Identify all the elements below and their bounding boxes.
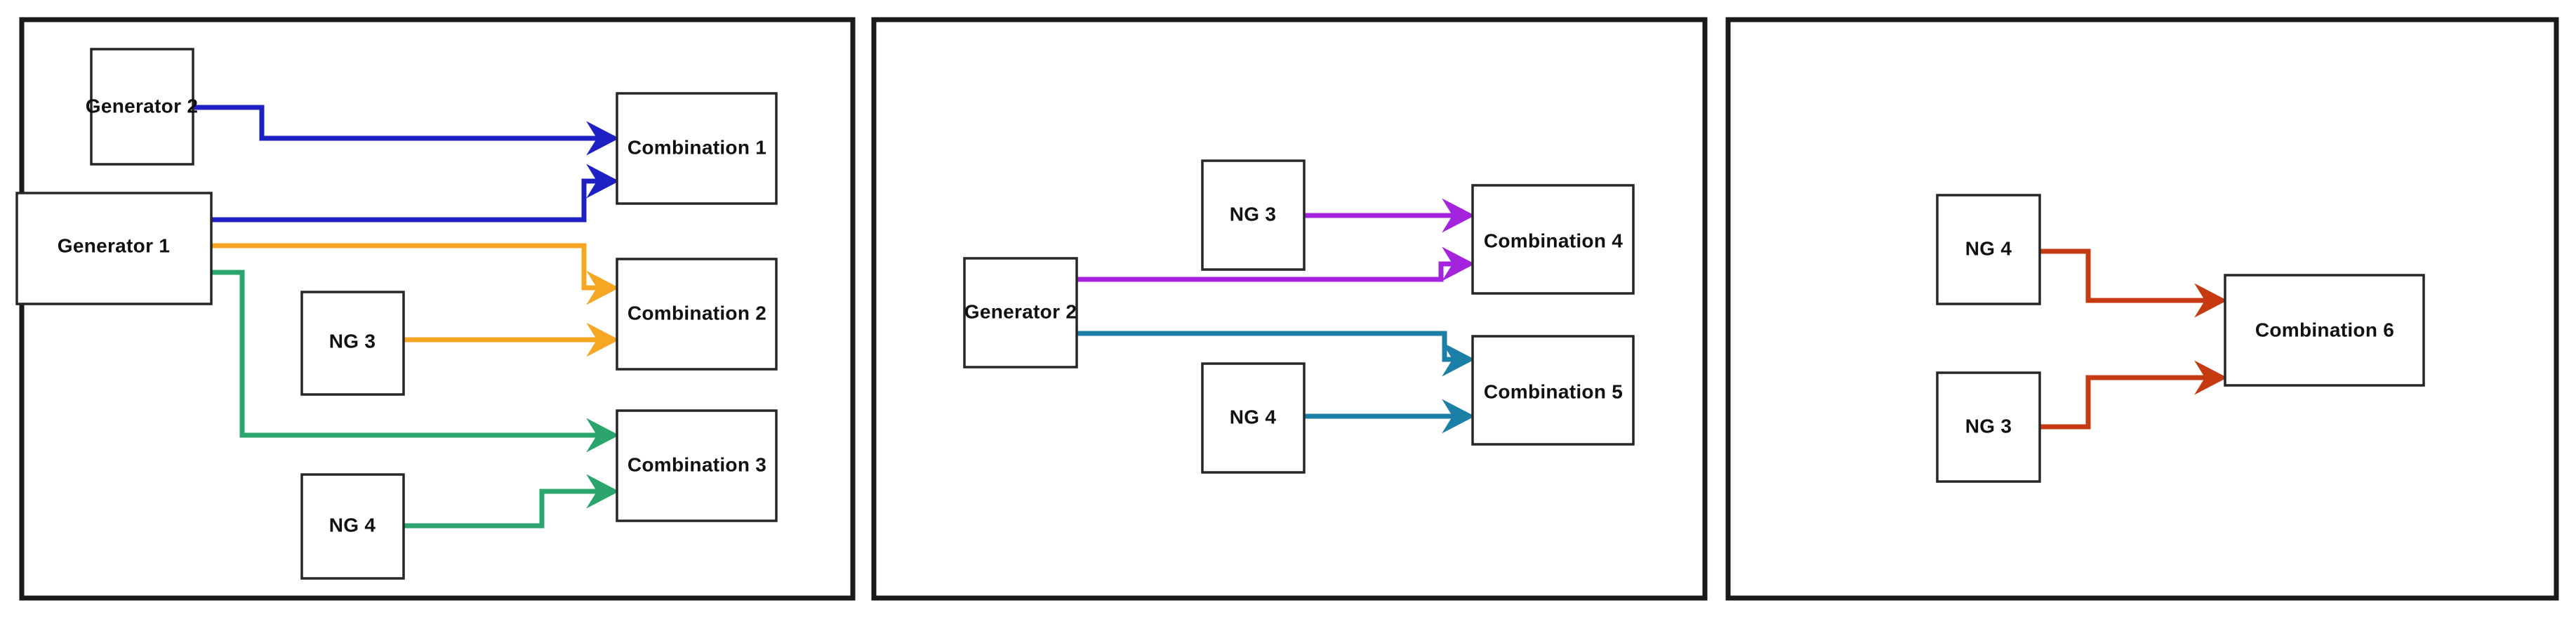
panel-3-connectors [2039, 248, 2228, 430]
panel-3: NG 4 NG 3 Combination 6 [1725, 17, 2559, 601]
edge-generator2-to-combination5 [1075, 331, 1475, 377]
edge-generator2-to-combination4 [1075, 246, 1475, 282]
node-ng-3-label: NG 3 [1230, 203, 1277, 225]
node-combination-5[interactable]: Combination 5 [1471, 335, 1635, 446]
node-combination-6-label: Combination 6 [2255, 319, 2394, 340]
node-combination-1-label: Combination 1 [628, 136, 766, 158]
edge-generator1-to-combination2 [211, 243, 620, 305]
node-generator-2-box[interactable] [90, 48, 194, 166]
node-ng-3-box[interactable] [300, 291, 405, 396]
node-ng-4-box[interactable] [1936, 194, 2041, 305]
node-generator-2[interactable]: Generator 2 [963, 257, 1078, 369]
node-ng-4-label: NG 4 [1230, 406, 1277, 427]
node-combination-4-box[interactable] [1471, 184, 1635, 295]
node-ng-4-label: NG 4 [1965, 237, 2012, 259]
node-generator-1-label: Generator 1 [58, 234, 170, 256]
edge-ng4-to-combination6 [2039, 248, 2228, 318]
node-ng-4[interactable]: NG 4 [300, 473, 405, 580]
node-combination-2-label: Combination 2 [628, 302, 766, 324]
node-combination-1[interactable]: Combination 1 [616, 92, 778, 205]
node-ng-4-label: NG 4 [329, 514, 376, 536]
panel-1-connectors [191, 105, 620, 529]
node-combination-4-label: Combination 4 [1484, 230, 1623, 251]
node-ng-4-box[interactable] [1201, 362, 1306, 474]
edge-ng4-to-combination3 [404, 474, 620, 529]
node-generator-2[interactable]: Generator 2 [86, 48, 198, 166]
node-ng-4-box[interactable] [300, 473, 405, 580]
panel-2-connectors [1075, 198, 1475, 434]
node-combination-3[interactable]: Combination 3 [616, 409, 778, 522]
node-ng-3[interactable]: NG 3 [1936, 371, 2041, 483]
node-generator-1[interactable]: Generator 1 [15, 192, 213, 305]
node-combination-1-box[interactable] [616, 92, 778, 205]
node-combination-2-box[interactable] [616, 258, 778, 371]
node-generator-2-label: Generator 2 [86, 95, 198, 117]
node-ng-3-box[interactable] [1936, 371, 2041, 483]
node-ng-3[interactable]: NG 3 [1201, 159, 1306, 271]
node-generator-2-label: Generator 2 [964, 300, 1077, 322]
node-ng-3-box[interactable] [1201, 159, 1306, 271]
node-ng-3[interactable]: NG 3 [300, 291, 405, 396]
edge-generator1-to-combination1 [211, 164, 620, 223]
node-ng-3-label: NG 3 [329, 330, 376, 352]
edge-ng3-to-combination6 [2039, 360, 2228, 430]
node-combination-2[interactable]: Combination 2 [616, 258, 778, 371]
node-generator-1-box[interactable] [15, 192, 213, 305]
node-ng-4[interactable]: NG 4 [1201, 362, 1306, 474]
node-combination-4[interactable]: Combination 4 [1471, 184, 1635, 295]
node-ng-4[interactable]: NG 4 [1936, 194, 2041, 305]
node-ng-3-label: NG 3 [1965, 415, 2012, 437]
panel-2: NG 3 Generator 2 NG 4 Combination 4 Comb… [871, 17, 1708, 601]
node-combination-3-box[interactable] [616, 409, 778, 522]
edge-generator1-to-combination3 [211, 270, 620, 453]
node-combination-5-label: Combination 5 [1484, 380, 1623, 402]
edge-generator2-to-combination1 [191, 105, 620, 156]
panel-1: Generator 2 Generator 1 NG 3 NG 4 Combin… [15, 17, 856, 601]
node-combination-6[interactable]: Combination 6 [2224, 274, 2425, 387]
node-combination-3-label: Combination 3 [628, 453, 766, 475]
node-combination-5-box[interactable] [1471, 335, 1635, 446]
panel-3-frame [1725, 17, 2559, 601]
node-generator-2-box[interactable] [963, 257, 1078, 369]
node-combination-6-box[interactable] [2224, 274, 2425, 387]
